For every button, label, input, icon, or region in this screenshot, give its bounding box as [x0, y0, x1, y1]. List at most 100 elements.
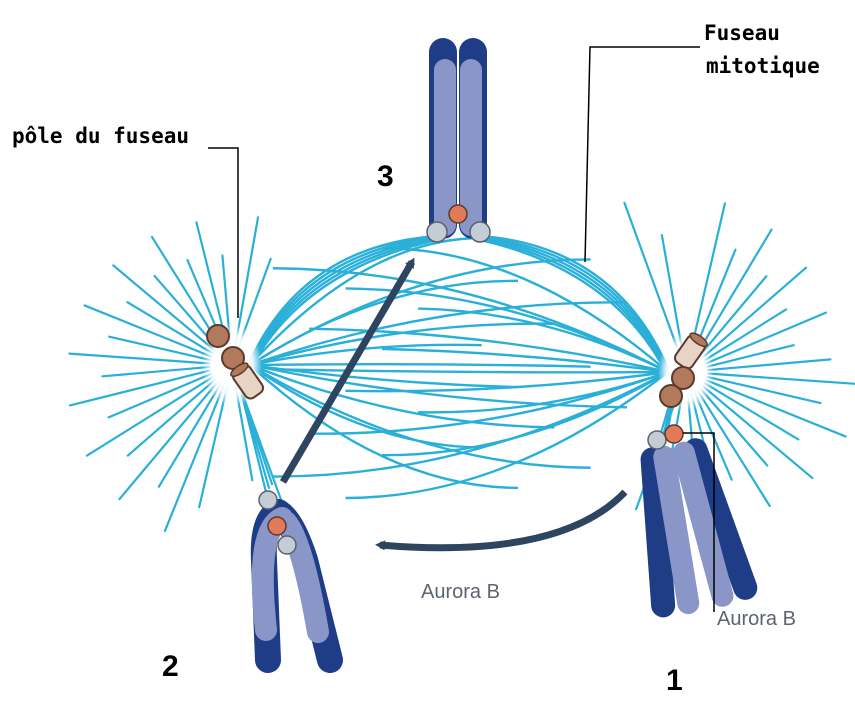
step-number-1: 1: [666, 664, 683, 697]
mitotic-spindle: [238, 234, 678, 500]
spindle-microtubule: [249, 364, 519, 490]
astral-microtubule: [699, 275, 768, 357]
astral-microtubule: [112, 264, 217, 352]
astral-microtubule: [234, 216, 260, 345]
chromosome-1: [640, 424, 758, 618]
astral-microtubule: [195, 221, 228, 345]
centriole-cylinder-icon: [230, 362, 265, 400]
astral-microtubule: [706, 358, 832, 372]
astral-microtubule: [689, 202, 727, 352]
leader-line-pole: [208, 147, 239, 318]
astral-microtubule: [693, 248, 737, 353]
astral-microtubule: [108, 335, 212, 362]
spindle-microtubule: [249, 363, 555, 429]
aurora-b-marker: [664, 424, 684, 444]
aurora-b-marker: [448, 204, 468, 224]
astral-microtubule: [705, 311, 828, 365]
leader-line-spindle: [584, 46, 700, 263]
spindle-microtubule: [345, 371, 669, 500]
spindle-microtubule: [418, 307, 669, 374]
chromosome-3: [426, 38, 491, 243]
kinetochore-microtubule: [479, 236, 670, 373]
kinetochore-microtubule: [248, 238, 438, 370]
astral-microtubule: [68, 352, 212, 365]
spindle-microtubule: [272, 370, 669, 478]
kinetochore-microtubule: [248, 236, 438, 366]
spindle-microtubule: [272, 368, 669, 374]
label-mitotic-spindle-line2: mitotique: [706, 54, 820, 78]
spindle-microtubule: [249, 343, 482, 367]
astral-microtubule: [693, 391, 733, 481]
spindle-microtubule: [309, 327, 669, 374]
astral-microtubule: [623, 201, 680, 353]
astral-microtubule: [157, 382, 222, 488]
astral-microtubule: [150, 235, 222, 348]
spindle-microtubule: [381, 347, 669, 374]
label-aurora-b-kinetochore: Aurora B: [717, 608, 796, 630]
arrow-2-to-3: [279, 257, 416, 484]
astral-microtubule: [701, 385, 814, 480]
astral-microtubule: [699, 387, 769, 467]
astral-microtubule: [706, 372, 855, 385]
astral-microtubule: [238, 384, 286, 511]
chromosome-2: [250, 490, 343, 673]
astral-microtubule: [85, 375, 215, 457]
astral-microtubule: [107, 372, 213, 419]
astral-microtubule: [126, 301, 215, 355]
astral-microtubule: [703, 382, 800, 441]
astral-microtubule: [68, 369, 212, 407]
kinetochore: [277, 535, 297, 555]
arrow-1-to-2: [375, 489, 628, 552]
kinetochore-microtubule: [248, 237, 438, 368]
kinetochore: [647, 430, 667, 450]
spindle-microtubule: [309, 370, 669, 435]
kinetochore-microtubule: [479, 238, 670, 377]
astral-microtubule: [706, 344, 795, 368]
step-number-2: 2: [162, 650, 179, 683]
spindle-microtubule: [249, 279, 519, 367]
astral-microtubule: [660, 234, 684, 352]
centrosome-left: [206, 324, 265, 400]
astral-microtubule: [101, 365, 212, 378]
astral-microtubule: [118, 380, 219, 501]
kinetochore-microtubule: [479, 237, 670, 375]
astral-microtubule: [701, 266, 808, 359]
spindle-microtubule: [249, 301, 627, 367]
label-spindle-pole: pôle du fuseau: [12, 124, 189, 148]
astral-microtubule: [706, 375, 822, 405]
spindle-microtubule: [249, 363, 591, 469]
astral-microtubule: [696, 228, 773, 355]
centriole-sphere-icon: [206, 324, 230, 348]
spindle-microtubule: [381, 246, 669, 373]
astral-microtubule: [126, 378, 217, 457]
spindle-microtubule: [249, 236, 482, 366]
centriole-cylinder-icon: [673, 332, 708, 370]
astral-microtubule: [703, 308, 788, 362]
spindle-microtubule: [249, 363, 627, 409]
astral-microtubule: [705, 379, 847, 438]
kinetochore: [258, 490, 278, 510]
astral-microtubule: [198, 385, 229, 509]
spindle-microtubule: [345, 370, 669, 393]
kinetochore: [426, 221, 448, 243]
spindle-microtubule: [249, 364, 482, 449]
kinetochore-microtubule: [479, 235, 670, 371]
astral-microtubule: [696, 389, 771, 508]
kinetochore: [469, 221, 491, 243]
centriole-sphere-icon: [671, 366, 695, 390]
centriole-sphere-icon: [659, 384, 683, 408]
centrosome-right: [659, 332, 708, 408]
label-mitotic-spindle-line1: Fuseau: [704, 21, 780, 45]
spindle-microtubule: [249, 362, 591, 368]
aurora-b-marker: [267, 516, 287, 536]
step-number-3: 3: [377, 160, 394, 193]
spindle-microtubule: [249, 363, 519, 389]
astral-microtubule: [83, 304, 213, 358]
label-aurora-b-arrow: Aurora B: [421, 581, 500, 603]
kinetochore-microtubule: [248, 235, 438, 364]
leader-line-aurora: [683, 432, 715, 612]
kinetochore-microtubule: [248, 234, 438, 362]
kinetochore-microtubule: [479, 234, 670, 369]
astral-microtubule: [163, 384, 225, 533]
